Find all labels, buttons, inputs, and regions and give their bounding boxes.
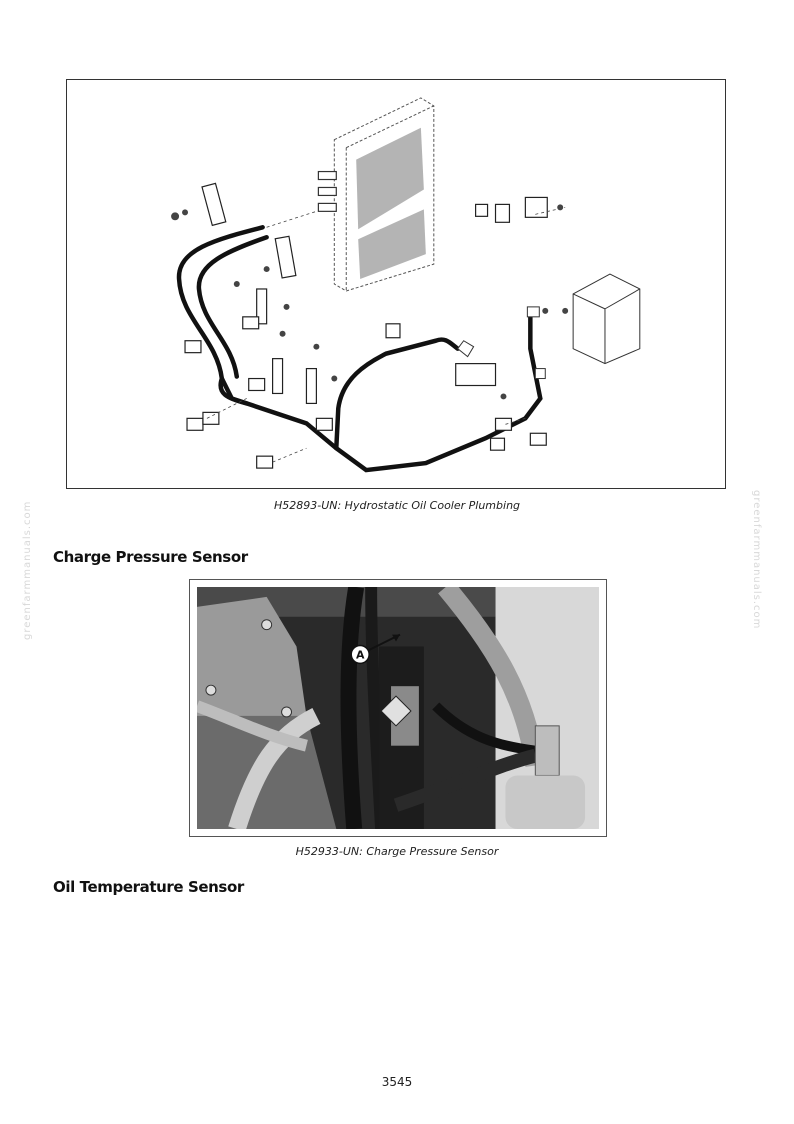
- cooler-core-pattern: [356, 127, 426, 280]
- clamps-and-brackets: [184, 182, 548, 469]
- callout-label: A: [356, 648, 365, 661]
- bolts: [171, 204, 569, 400]
- figure-caption: H52933-UN: Charge Pressure Sensor: [295, 845, 499, 858]
- cooler-fittings: [317, 170, 337, 212]
- watermark: greenfarmmanuals.com: [751, 490, 762, 630]
- leader-lines: [206, 206, 566, 463]
- plumbing-line-drawing: [171, 97, 641, 473]
- reservoir-box: [572, 273, 641, 365]
- charge-pressure-sensor-photo: A: [189, 579, 607, 837]
- figure-caption: H52893-UN: Hydrostatic Oil Cooler Plumbi…: [273, 499, 521, 512]
- hydrostatic-oil-cooler-diagram: [66, 79, 726, 489]
- hydraulic-hoses: [176, 225, 543, 473]
- section-heading: Charge Pressure Sensor: [53, 548, 248, 566]
- section-heading: Oil Temperature Sensor: [53, 878, 244, 896]
- page-number: 3545: [381, 1075, 413, 1089]
- watermark: greenfarmmanuals.com: [22, 500, 33, 640]
- photo-rendering: A: [197, 587, 599, 829]
- hose-fitting-detail: [457, 306, 546, 380]
